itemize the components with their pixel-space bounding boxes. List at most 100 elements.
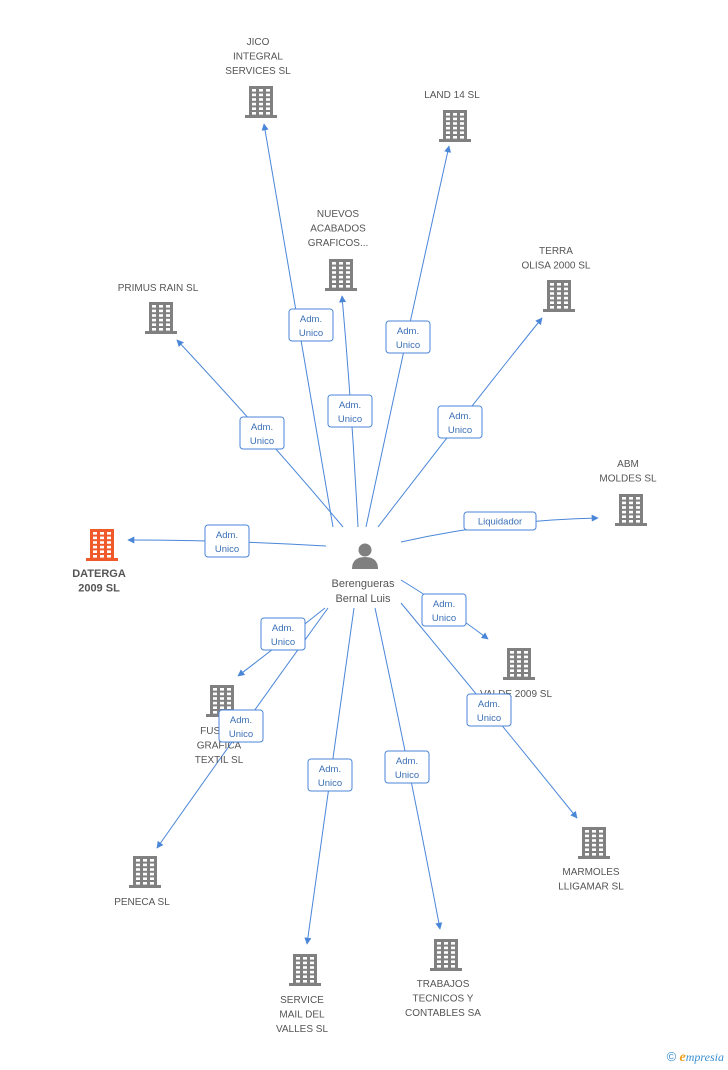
building-window — [444, 951, 448, 954]
node-land14[interactable]: LAND 14 SL — [424, 90, 480, 142]
edge-label-terra[interactable]: Adm.Unico — [437, 405, 483, 439]
building-icon[interactable] — [325, 259, 357, 291]
edge-label-valde[interactable]: Adm.Unico — [421, 593, 467, 627]
building-window — [517, 660, 521, 663]
building-window — [107, 550, 111, 553]
edge-label-text: Adm. — [230, 715, 252, 726]
building-window — [622, 506, 626, 509]
edge-label-fusion[interactable]: Adm.Unico — [260, 617, 306, 651]
person-name: Bernal Luis — [335, 593, 391, 605]
edge-label-daterga[interactable]: Adm.Unico — [204, 524, 250, 558]
building-window — [150, 859, 154, 862]
building-icon[interactable] — [430, 939, 462, 971]
building-window — [451, 946, 455, 950]
building-icon[interactable] — [543, 280, 575, 312]
building-icon[interactable] — [145, 302, 177, 334]
building-window — [252, 112, 256, 115]
building-base — [289, 983, 321, 986]
edge-label-peneca[interactable]: Adm.Unico — [218, 709, 264, 743]
edge-label-trabajos[interactable]: Adm.Unico — [384, 750, 430, 784]
edge-label-text: Unico — [250, 436, 274, 447]
building-window — [332, 275, 336, 279]
edge-label-primus[interactable]: Adm.Unico — [239, 416, 285, 450]
building-window — [143, 872, 147, 876]
edge-label-box — [421, 593, 467, 627]
edge-label-text: Unico — [338, 414, 362, 425]
building-window — [517, 674, 521, 677]
building-base — [615, 523, 647, 526]
edge-label-text: Adm. — [478, 699, 500, 710]
building-window — [100, 545, 104, 549]
edge-label-abm[interactable]: Liquidador — [463, 511, 537, 531]
building-window — [143, 882, 147, 885]
building-icon[interactable] — [439, 110, 471, 142]
building-window — [252, 107, 256, 110]
building-window — [100, 555, 104, 558]
edge-label-text: Unico — [299, 328, 323, 339]
building-base — [439, 139, 471, 142]
node-nuevos[interactable]: NUEVOSACABADOSGRAFICOS... — [308, 209, 369, 291]
node-valde[interactable]: VALDE 2009 SL — [480, 648, 553, 700]
edge-label-service[interactable]: Adm.Unico — [307, 758, 353, 792]
edge-label-jico[interactable]: Adm.Unico — [288, 308, 334, 342]
brand-e: e — [679, 1050, 686, 1065]
building-icon[interactable] — [86, 529, 118, 561]
edge-label-text: Adm. — [272, 623, 294, 634]
building-icon[interactable] — [129, 856, 161, 888]
building-window — [524, 651, 528, 654]
edge-label-land14[interactable]: Adm.Unico — [385, 320, 431, 354]
building-window — [339, 275, 343, 279]
building-window — [213, 706, 217, 709]
building-window — [451, 951, 455, 954]
building-window — [524, 664, 528, 668]
edge-label-box — [288, 308, 334, 342]
building-window — [100, 550, 104, 553]
building-window — [622, 510, 626, 514]
building-window — [517, 669, 521, 672]
building-window — [332, 271, 336, 274]
building-icon[interactable] — [289, 954, 321, 986]
building-window — [564, 306, 568, 309]
building-window — [622, 497, 626, 500]
building-window — [517, 655, 521, 659]
building-icon[interactable] — [615, 494, 647, 526]
building-window — [213, 701, 217, 705]
empresia-brand[interactable]: © empresia — [667, 1049, 724, 1066]
building-icon[interactable] — [245, 86, 277, 118]
node-label: GRAFICA — [197, 741, 242, 752]
edge-label-text: Unico — [448, 425, 472, 436]
building-icon[interactable] — [578, 827, 610, 859]
building-window — [550, 296, 554, 300]
building-window — [159, 318, 163, 322]
building-icon[interactable] — [503, 648, 535, 680]
person-icon[interactable] — [352, 543, 378, 570]
building-window — [266, 107, 270, 110]
building-window — [152, 318, 156, 322]
edge-label-nuevos[interactable]: Adm.Unico — [327, 394, 373, 428]
building-base — [543, 309, 575, 312]
building-window — [310, 957, 314, 960]
node-primus[interactable]: PRIMUS RAIN SL — [118, 283, 199, 334]
building-window — [585, 843, 589, 847]
building-window — [444, 955, 448, 959]
building-window — [451, 965, 455, 968]
building-window — [585, 848, 589, 851]
building-window — [451, 955, 455, 959]
edge-label-marmoles[interactable]: Adm.Unico — [466, 693, 512, 727]
building-window — [310, 970, 314, 974]
building-window — [227, 706, 231, 709]
node-peneca[interactable]: PENECA SL — [114, 856, 170, 908]
building-window — [437, 951, 441, 954]
building-window — [557, 283, 561, 286]
building-window — [599, 853, 603, 856]
building-window — [451, 942, 455, 945]
